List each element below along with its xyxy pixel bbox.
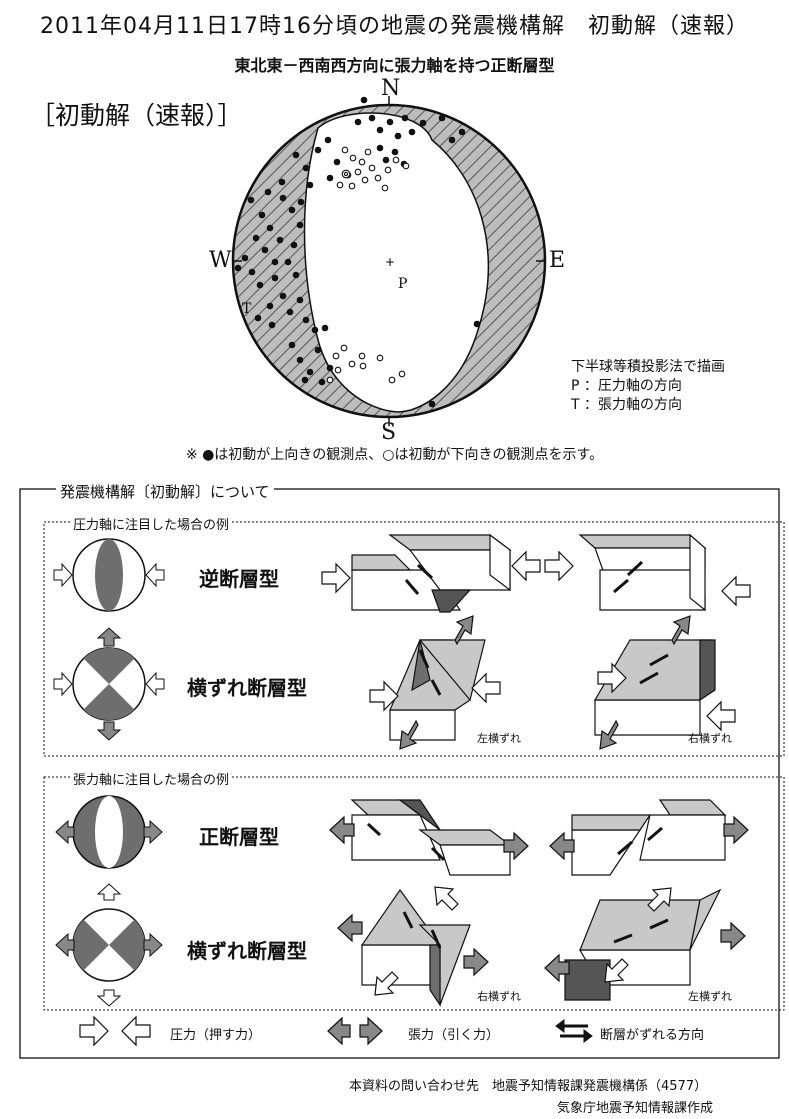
focal-mechanism-beachball: + <box>231 103 547 419</box>
compass-west: W <box>209 248 232 273</box>
compass-east: E <box>549 248 566 273</box>
strike-slip-block-right-lateral-tension <box>337 886 489 1007</box>
left-lateral-label-tension: 左横ずれ <box>688 990 732 1003</box>
right-lateral-label-tension: 右横ずれ <box>477 990 521 1003</box>
normal-fault-label: 正断層型 <box>199 825 279 849</box>
compression-section-title: 圧力軸に注目した場合の例 <box>70 514 233 533</box>
strike-slip-label-compression: 横ずれ断層型 <box>187 676 307 700</box>
strike-slip-block-left-lateral-tension <box>544 887 746 1001</box>
station-legend-note: ※ ●は初動が上向きの観測点、○は初動が下向きの観測点を示す。 <box>185 447 604 463</box>
compass-north: N <box>381 76 401 101</box>
reverse-fault-block-left <box>321 533 541 613</box>
strike-slip-ball-compression <box>53 627 165 741</box>
reverse-fault-label: 逆断層型 <box>199 567 279 591</box>
p-axis-label: P <box>398 276 408 292</box>
compression-arrows-icon <box>79 1015 151 1047</box>
up-motion-stations <box>234 96 481 408</box>
reverse-fault-ball <box>53 538 165 612</box>
normal-fault-block-left <box>329 799 529 876</box>
strike-slip-block-left-lateral <box>369 615 501 750</box>
right-lateral-label: 右横ずれ <box>688 732 732 745</box>
down-motion-stations <box>326 146 410 384</box>
tension-arrows-icon <box>327 1016 383 1046</box>
page-title: 2011年04月11日17時16分頃の地震の発震機構解 初動解（速報） <box>40 14 749 39</box>
tension-legend-label: 張力（引く力） <box>408 1028 500 1043</box>
page-subtitle: 東北東－西南西方向に張力軸を持つ正断層型 <box>234 56 555 75</box>
reverse-fault-block-right <box>544 533 751 612</box>
tension-section-title: 張力軸に注目した場合の例 <box>70 769 233 788</box>
normal-fault-ball <box>55 795 163 869</box>
slip-direction-icon <box>555 1019 593 1043</box>
author-credit: 気象庁地震予知情報課作成 <box>557 1101 714 1116</box>
tension-section-box <box>43 776 785 1011</box>
solution-type-label: ［初動解（速報）］ <box>30 101 243 130</box>
explanation-title: 発震機構解〔初動解〕について <box>56 481 274 502</box>
strike-slip-ball-tension <box>55 883 163 1007</box>
compression-section-box <box>43 521 785 757</box>
compass-south: S <box>381 420 397 445</box>
t-axis-label: T <box>242 301 252 317</box>
strike-slip-label-tension: 横ずれ断層型 <box>187 939 307 963</box>
contact-info: 本資料の問い合わせ先 地震予知情報課発震機構係（4577） <box>349 1079 708 1094</box>
left-lateral-label: 左横ずれ <box>477 732 521 745</box>
slip-legend-label: 断層がずれる方向 <box>600 1028 705 1043</box>
compression-legend-label: 圧力（押す力） <box>170 1028 262 1043</box>
strike-slip-block-right-lateral <box>593 615 736 750</box>
explanation-box <box>19 488 780 1059</box>
svg-text:+: + <box>385 255 395 269</box>
normal-fault-block-right <box>549 799 749 876</box>
